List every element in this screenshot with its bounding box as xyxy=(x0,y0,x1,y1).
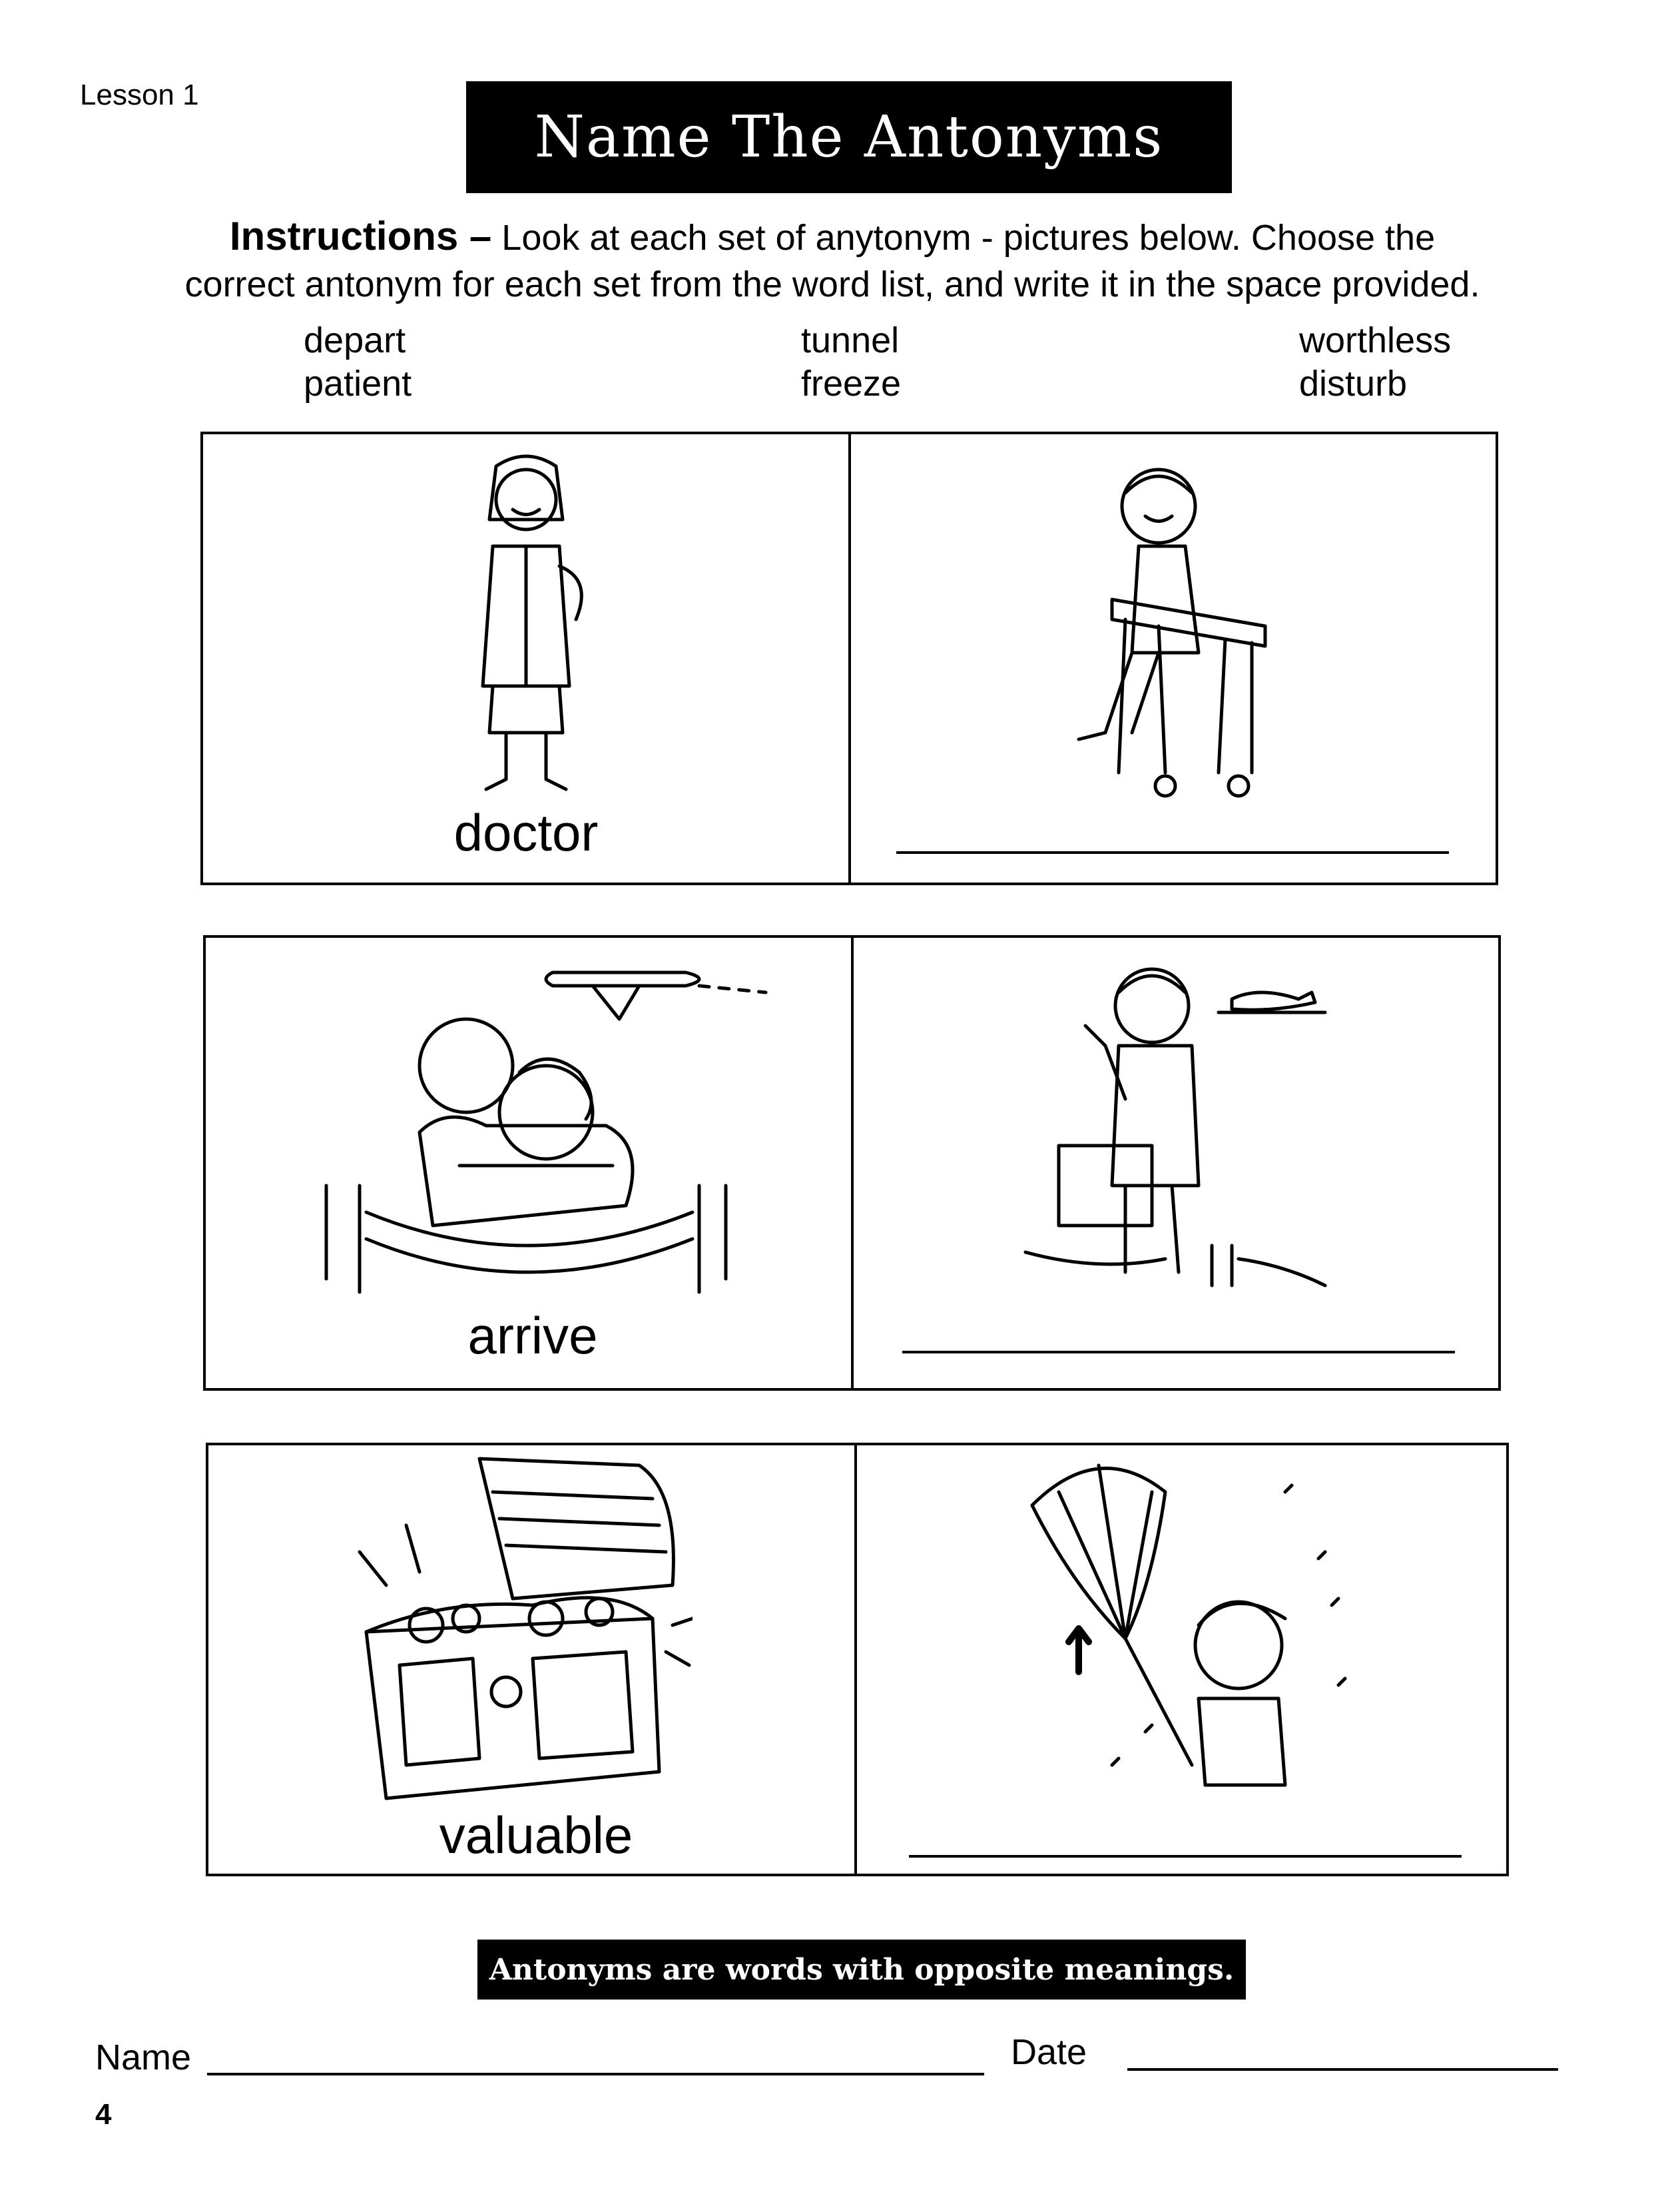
answer-line-1[interactable] xyxy=(896,851,1449,854)
antonym-definition-banner: Antonyms are words with opposite meaning… xyxy=(477,1940,1246,2000)
word-list-item: worthless xyxy=(1299,320,1452,360)
pair-divider xyxy=(848,432,851,885)
patient-boy-on-stool-illustration xyxy=(1077,468,1267,798)
word-list-item: patient xyxy=(304,364,412,404)
pair-divider xyxy=(851,935,854,1391)
pair-divider xyxy=(854,1443,857,1876)
pair-box-3 xyxy=(206,1443,1509,1876)
given-word: doctor xyxy=(453,803,599,862)
answer-line-2[interactable] xyxy=(902,1351,1455,1353)
page-number: 4 xyxy=(95,2098,112,2131)
instructions-heading: Instructions – xyxy=(229,214,492,258)
name-label: Name xyxy=(95,2037,192,2077)
name-input-line[interactable] xyxy=(207,2073,984,2075)
page-title: Name The Antonyms xyxy=(466,81,1232,193)
instructions-text-2: correct antonym for each set from the wo… xyxy=(184,264,1480,304)
departing-boy-illustration xyxy=(1023,967,1327,1287)
word-list-item: tunnel xyxy=(801,320,900,360)
word-list-item: freeze xyxy=(801,364,902,404)
given-word: valuable xyxy=(439,1806,633,1864)
date-label: Date xyxy=(1011,2032,1087,2072)
word-list-item: disturb xyxy=(1299,364,1408,404)
umbrella-girl-illustration xyxy=(1030,1463,1347,1787)
doctor-girl-illustration xyxy=(481,454,583,791)
word-list-item: depart xyxy=(304,320,406,360)
hugging-people-illustration xyxy=(324,970,768,1294)
treasure-chest-illustration xyxy=(358,1457,693,1800)
date-input-line[interactable] xyxy=(1127,2068,1558,2071)
answer-line-3[interactable] xyxy=(909,1855,1462,1858)
lesson-label: Lesson 1 xyxy=(80,79,199,111)
instructions: Instructions – Look at each set of anyto… xyxy=(100,213,1565,308)
given-word: arrive xyxy=(467,1306,598,1365)
instructions-text-1: Look at each set of anytonym - pictures … xyxy=(501,218,1436,258)
